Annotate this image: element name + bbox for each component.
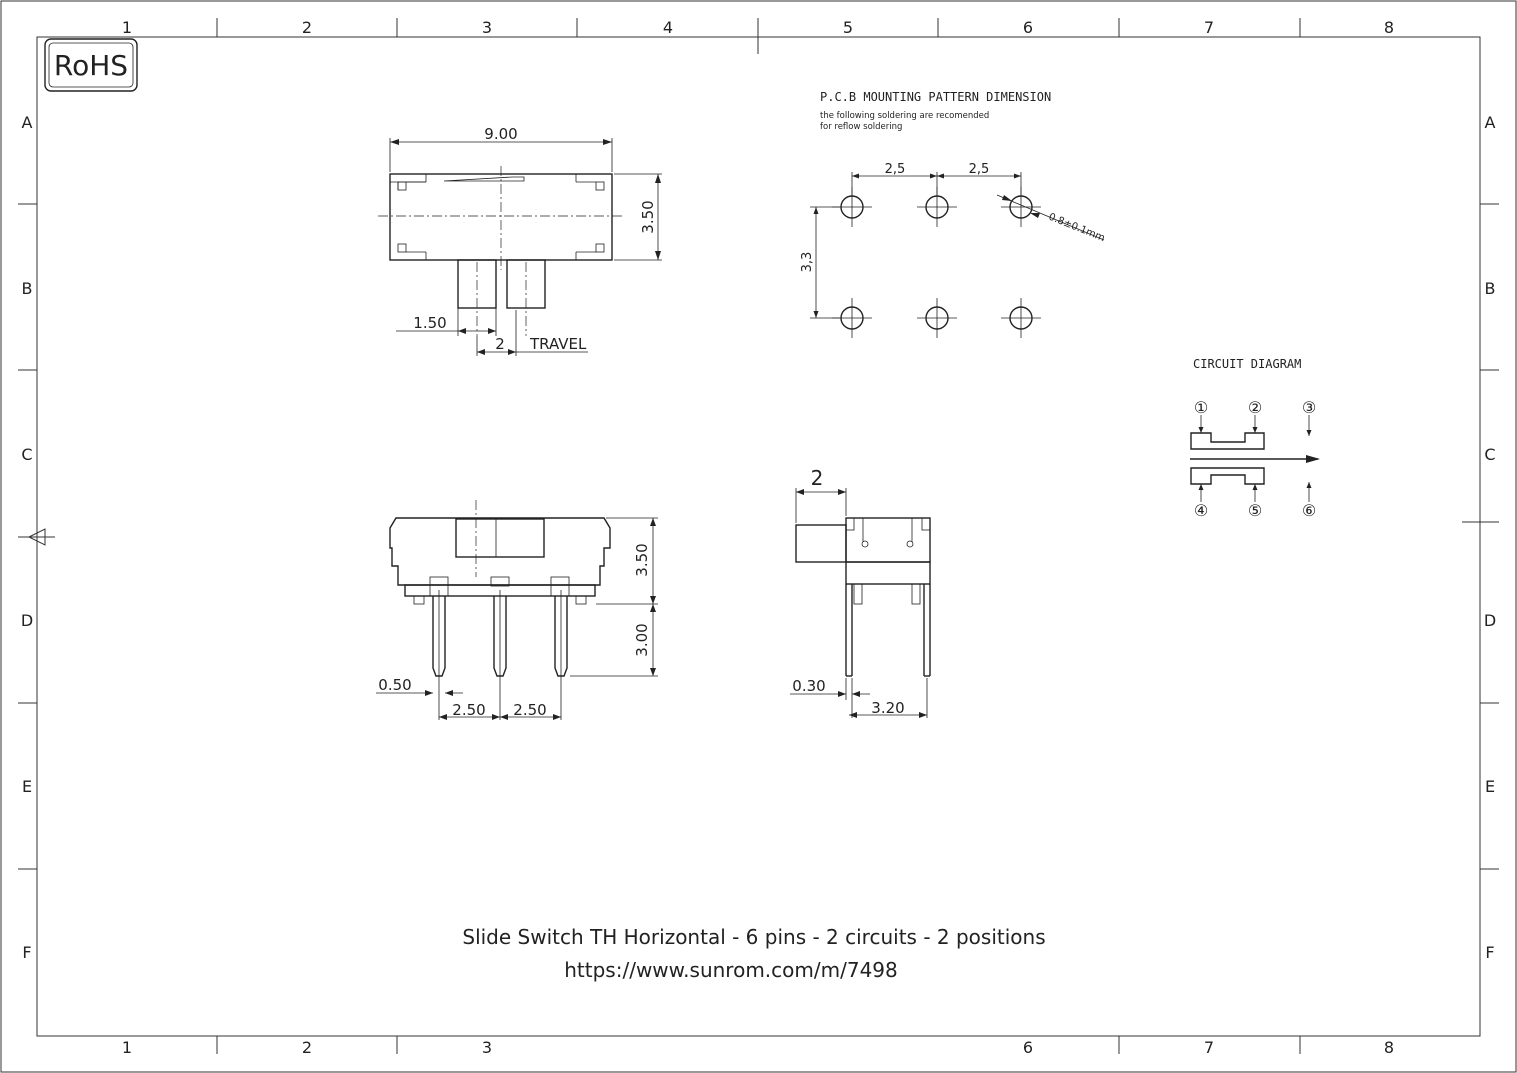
- front-pitch-1: 2.50: [452, 701, 485, 719]
- top-view: [378, 138, 662, 356]
- side-view: [790, 488, 931, 718]
- col-label: 8: [1384, 1038, 1394, 1057]
- row-label: E: [1485, 777, 1495, 796]
- col-label: 5: [843, 18, 853, 37]
- front-pin-length: 3.00: [633, 623, 651, 656]
- rohs-text: RoHS: [54, 49, 128, 82]
- circuit-pin-6: ⑥: [1302, 501, 1316, 520]
- side-pin-thickness: 0.30: [792, 677, 825, 695]
- pcb-pattern: [810, 172, 1105, 338]
- pcb-note-line1: the following soldering are recomended: [820, 111, 989, 121]
- row-label: D: [1484, 611, 1496, 630]
- col-label: 2: [302, 18, 312, 37]
- column-labels-top: 1 2 3 4 5 6 7 8: [122, 18, 1394, 37]
- pcb-hole: [917, 298, 957, 338]
- col-label: 3: [482, 18, 492, 37]
- front-pin-width: 0.50: [378, 676, 411, 694]
- circuit-title: CIRCUIT DIAGRAM: [1193, 357, 1301, 371]
- rohs-badge: RoHS: [44, 38, 138, 92]
- row-label: D: [21, 611, 33, 630]
- pcb-note-line2: for reflow soldering: [820, 122, 902, 132]
- circuit-pin-3: ③: [1302, 398, 1316, 417]
- part-title: Slide Switch TH Horizontal - 6 pins - 2 …: [462, 925, 1045, 949]
- row-label: C: [21, 445, 32, 464]
- circuit-pin-1: ①: [1194, 398, 1208, 417]
- lever-width-dim: 1.50: [413, 314, 446, 332]
- side-lever-length: 2: [811, 466, 824, 490]
- side-pin-spacing: 3.20: [871, 699, 904, 717]
- pcb-hole-diameter: 0.8±0.1mm: [1047, 212, 1106, 245]
- row-label: A: [1485, 113, 1496, 132]
- pcb-pitch-left: 2,5: [885, 162, 906, 177]
- col-label: 1: [122, 1038, 132, 1057]
- column-labels-bottom: 1 2 3 6 7 8: [122, 1038, 1394, 1057]
- row-label: B: [1485, 279, 1496, 298]
- top-height-dim: 3.50: [639, 200, 657, 233]
- part-url[interactable]: https://www.sunrom.com/m/7498: [564, 958, 898, 982]
- col-label: 1: [122, 18, 132, 37]
- row-label: C: [1484, 445, 1495, 464]
- row-label: E: [22, 777, 32, 796]
- front-pitch-2: 2.50: [513, 701, 546, 719]
- travel-value: 2: [495, 335, 505, 353]
- top-width-dim: 9.00: [484, 125, 517, 143]
- circuit-pin-2: ②: [1248, 398, 1262, 417]
- row-labels-right: A B C D E F: [1484, 113, 1496, 962]
- col-label: 2: [302, 1038, 312, 1057]
- travel-label: TRAVEL: [529, 335, 587, 353]
- circuit-pin-4: ④: [1194, 501, 1208, 520]
- col-label: 3: [482, 1038, 492, 1057]
- row-labels-left: A B C D E F: [21, 113, 33, 962]
- col-label: 7: [1204, 18, 1214, 37]
- col-label: 4: [663, 18, 673, 37]
- row-label: B: [22, 279, 33, 298]
- front-view: [376, 500, 658, 720]
- pcb-row-spacing: 3,3: [800, 252, 815, 273]
- pcb-pitch-right: 2,5: [969, 162, 990, 177]
- col-label: 7: [1204, 1038, 1214, 1057]
- col-label: 6: [1023, 1038, 1033, 1057]
- pcb-title: P.C.B MOUNTING PATTERN DIMENSION: [820, 90, 1051, 104]
- circuit-pin-5: ⑤: [1248, 501, 1262, 520]
- row-label: A: [22, 113, 33, 132]
- circuit-diagram: [1190, 415, 1320, 502]
- col-label: 8: [1384, 18, 1394, 37]
- front-body-height: 3.50: [633, 543, 651, 576]
- row-label: F: [22, 943, 31, 962]
- row-label: F: [1485, 943, 1494, 962]
- col-label: 6: [1023, 18, 1033, 37]
- pcb-hole: [1001, 298, 1041, 338]
